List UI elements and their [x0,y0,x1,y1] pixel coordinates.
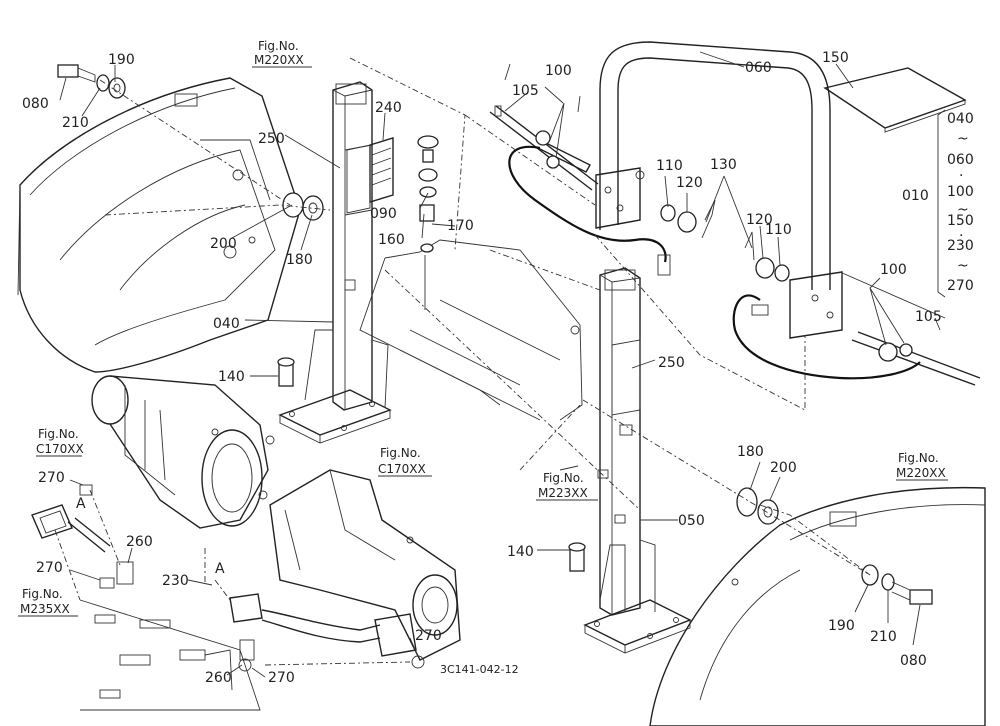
range-item-7: · [959,228,963,244]
label-210-left: 210 [62,115,89,131]
left-fender [17,77,301,373]
label-210-right: 210 [870,629,897,645]
range-item-1: ~ [957,131,969,147]
figref-c170-right-code: C170XX [378,462,426,476]
figref-m220-left-code: M220XX [254,53,304,67]
figref-c170-left-title: Fig.No. [38,427,79,441]
label-105-right: 105 [915,309,942,325]
rops-post-040 [278,81,392,444]
label-140-left: 140 [218,369,245,385]
label-260-a: 260 [126,534,153,550]
leader-lines [59,51,946,678]
figref-underlines [18,66,948,617]
label-270-d: 270 [268,670,295,686]
label-080-left: 080 [22,96,49,112]
label-170: 170 [447,218,474,234]
label-100-left: 100 [545,63,572,79]
operator-manual-150 [823,67,967,133]
decal-250-right [611,339,641,416]
floor-plate [359,239,583,421]
label-190-left: 190 [108,52,135,68]
figref-m223-title: Fig.No. [543,471,584,485]
pin-assembly-left [489,105,671,276]
range-item-5: ~ [957,202,969,218]
label-040: 040 [213,316,240,332]
figref-m220-right-title: Fig.No. [898,451,939,465]
figref-m235-code: M235XX [20,602,70,616]
label-110-left: 110 [656,158,683,174]
label-130: 130 [710,157,737,173]
range-item-0: 040 [947,111,974,127]
label-120-left: 120 [676,175,703,191]
label-140-right: 140 [507,544,534,560]
label-250-left: 250 [258,131,285,147]
label-200-right: 200 [770,460,797,476]
range-item-8: 230 [947,238,974,254]
mark-a-upper: A [76,496,86,512]
label-190-right: 190 [828,618,855,634]
label-250-right: 250 [658,355,685,371]
figref-m220-left-title: Fig.No. [258,39,299,53]
range-item-4: 100 [947,184,974,200]
rops-post-050 [583,267,692,654]
transmission-left [91,375,275,529]
label-050: 050 [678,513,705,529]
part-labels: 080 190 210 250 240 200 180 090 160 170 … [22,50,942,686]
label-180-right: 180 [737,444,764,460]
label-090: 090 [370,206,397,222]
mark-a-lower: A [215,561,225,577]
label-105-left: 105 [512,83,539,99]
seat-belt-assy [31,504,425,672]
label-240: 240 [375,100,402,116]
figref-c170-left-code: C170XX [36,442,84,456]
kit-range: 010 040 ~ 060 · 100 ~ 150 · 230 ~ 270 [902,111,974,294]
range-item-6: 150 [947,213,974,229]
label-110-right: 110 [765,222,792,238]
label-200-left: 200 [210,236,237,252]
figref-c170-right-title: Fig.No. [380,446,421,460]
decal-250-left [346,144,371,214]
range-code-010: 010 [902,188,929,204]
transmission-right [269,469,461,661]
pin-assembly-right [732,294,981,386]
label-180-left: 180 [286,252,313,268]
figref-m235-title: Fig.No. [22,587,63,601]
label-270-a: 270 [38,470,65,486]
figure-references: Fig.No. M220XX Fig.No. C170XX Fig.No. C1… [20,39,946,616]
label-260-b: 260 [205,670,232,686]
label-060: 060 [745,60,772,76]
label-270-c: 270 [415,628,442,644]
label-120-right: 120 [746,212,773,228]
center-lines [54,57,946,666]
label-100-right: 100 [880,262,907,278]
hardware [57,64,933,605]
step-plate [79,599,261,711]
range-item-9: ~ [957,258,969,274]
label-080-right: 080 [900,653,927,669]
range-item-3: · [959,168,963,184]
decal-240 [369,137,394,203]
drawing-code: 3C141-042-12 [440,663,519,676]
figref-m223-code: M223XX [538,486,588,500]
rops-frame-060 [595,41,843,339]
range-item-2: 060 [947,152,974,168]
label-160: 160 [378,232,405,248]
figref-m220-right-code: M220XX [896,466,946,480]
range-item-10: 270 [947,278,974,294]
label-150: 150 [822,50,849,66]
label-270-b: 270 [36,560,63,576]
label-230: 230 [162,573,189,589]
right-fender [649,486,986,726]
